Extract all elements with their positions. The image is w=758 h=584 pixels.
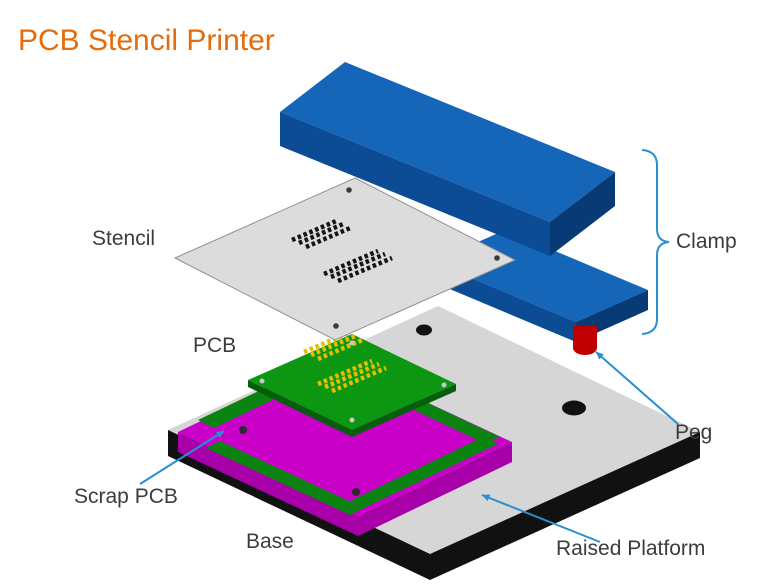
pcb-corner-hole: [441, 382, 447, 388]
platform-side-right: [358, 442, 512, 536]
pad-row: [310, 333, 356, 358]
aperture-row: [291, 218, 337, 243]
pcb-corner-hole: [259, 378, 265, 384]
pcb-side-left: [248, 380, 352, 437]
clamp-upper-top-face: [280, 62, 615, 222]
pad-row: [317, 337, 363, 362]
base-peg-hole-right: [562, 400, 586, 416]
clamp-brace-icon: [641, 149, 670, 335]
aperture-row: [323, 248, 379, 277]
scrap-strip-lower-left: [206, 441, 364, 515]
pcb-part: [248, 330, 456, 437]
peg-leader-arrow-icon: [595, 351, 679, 425]
aperture-row: [337, 255, 393, 284]
base-peg-hole-left: [416, 324, 432, 336]
aperture-row: [330, 251, 386, 280]
pad-row: [331, 365, 387, 394]
clamp-upper-side-left: [280, 112, 550, 256]
platform-screw-left: [239, 426, 247, 434]
peg-label: Peg: [675, 421, 713, 444]
platform-side-left: [178, 432, 358, 536]
callouts: [139, 149, 679, 543]
scrap-pcb-label: Scrap PCB: [74, 485, 178, 508]
raised-platform-label: Raised Platform: [556, 537, 706, 560]
clamp-lower-side-left: [433, 262, 576, 342]
stencil-aperture-array-upper: [291, 218, 351, 250]
pcb-pad-array-lower: [317, 358, 387, 394]
clamp-label: Clamp: [676, 230, 737, 253]
peg-part: [573, 326, 597, 355]
stencil-pin-hole: [333, 323, 339, 329]
stencil-part: [173, 177, 517, 341]
stencil-label: Stencil: [92, 227, 156, 250]
pcb-corner-hole: [349, 417, 355, 423]
pcb-corner-hole: [349, 340, 355, 346]
pcb-side-right: [352, 384, 456, 437]
pad-row: [324, 361, 380, 390]
base-side-right: [430, 432, 700, 580]
stencil-pin-hole: [346, 187, 352, 193]
stencil-aperture-array-lower: [323, 248, 393, 284]
platform-screw-bottom: [352, 488, 360, 496]
scrap-strip-lower-right: [350, 437, 498, 508]
aperture-row: [298, 221, 344, 246]
pcb-label: PCB: [193, 334, 237, 357]
stencil-pin-hole: [494, 255, 500, 261]
clamp-upper-side-right: [550, 172, 615, 256]
peg-tip: [573, 341, 597, 355]
page-title: PCB Stencil Printer: [18, 24, 275, 57]
clamp-upper-bar: [280, 62, 615, 256]
pad-row: [317, 358, 373, 387]
base-label: Base: [246, 530, 294, 553]
aperture-row: [305, 225, 351, 250]
stencil-sheet: [173, 177, 517, 341]
scrap-pcb-leader-arrow-icon: [139, 430, 225, 485]
raised-platform-leader-arrow-icon: [481, 494, 601, 543]
